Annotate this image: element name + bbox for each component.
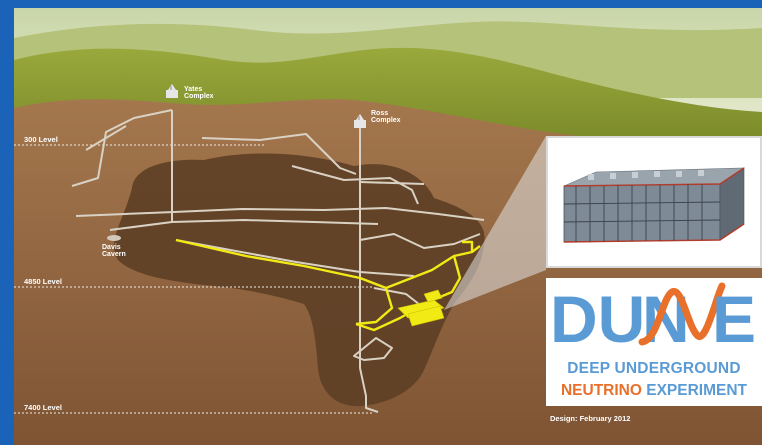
design-credit: Design: February 2012 (550, 414, 631, 423)
ross-complex-label: Ross Complex (371, 110, 401, 125)
dune-logo: DU N E DEEP UNDERGROUND NEUTRINO EXPERIM… (546, 278, 762, 406)
yates-complex-label: Yates Complex (184, 86, 214, 101)
yates-label-line2: Complex (184, 93, 214, 101)
ross-label-line1: Ross (371, 110, 389, 117)
neutrino-wave (638, 282, 726, 346)
level-label-7400: 7400 Level (24, 403, 62, 412)
detector-hall (397, 289, 445, 327)
dune-wordmark: DU N E (550, 282, 756, 356)
logo-line-neutrino-experiment: NEUTRINO EXPERIMENT (546, 382, 762, 400)
davis-label-line1: Davis (102, 244, 121, 251)
detector-callout-projection (444, 136, 546, 310)
cavern-region (113, 153, 485, 407)
logo-text-du: DU (550, 282, 645, 356)
tunnel-network (71, 109, 485, 413)
detector-modules (563, 184, 721, 242)
detector-top-hardware (588, 170, 704, 180)
logo-word-experiment: EXPERIMENT (641, 382, 748, 399)
davis-label-line2: Cavern (102, 251, 126, 259)
far-detector-icon (563, 167, 746, 243)
ross-label-line2: Complex (371, 117, 401, 125)
far-detector-render (546, 136, 762, 268)
logo-word-neutrino: NEUTRINO (560, 382, 642, 399)
level-label-4850: 4850 Level (24, 277, 62, 286)
headframe-icon (354, 114, 366, 128)
logo-line-deep-underground: DEEP UNDERGROUND (567, 360, 741, 377)
logo-text-e: E (712, 282, 756, 356)
davis-cavern-label: Davis Cavern (102, 244, 126, 259)
headframe-icon (166, 84, 178, 98)
level-label-300: 300 Level (24, 135, 58, 144)
logo-text-n: N (642, 282, 690, 356)
davis-cavern-marker (107, 235, 121, 241)
yates-label-line1: Yates (184, 86, 203, 93)
